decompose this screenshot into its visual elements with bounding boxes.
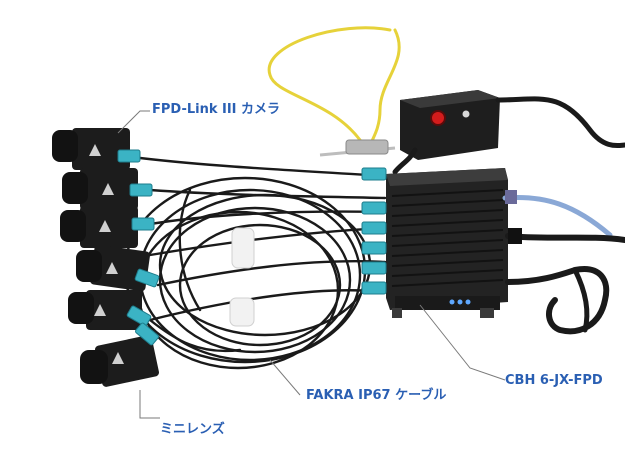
lens-label: ミニレンズ — [160, 422, 225, 437]
controller-label: CBH 6-JX-FPD — [505, 373, 603, 388]
triangle-logo-icon — [89, 144, 101, 156]
camera-4 — [76, 244, 160, 292]
power-switch-box — [400, 90, 500, 160]
controller-right-cables — [502, 195, 625, 335]
leader-lines — [117, 110, 506, 419]
probe — [319, 139, 396, 157]
camera-3 — [60, 206, 155, 248]
ethernet-connector — [505, 190, 517, 204]
cable-ties — [229, 227, 255, 327]
switch-cables — [392, 96, 625, 175]
cable-label: FAKRA IP67 ケーブル — [306, 388, 447, 403]
red-button-icon — [430, 110, 446, 126]
controller-box — [386, 168, 508, 318]
camera-6 — [80, 322, 159, 387]
camera-2 — [62, 168, 153, 210]
camera-5 — [68, 290, 152, 330]
camera-label: FPD-Link III カメラ — [152, 102, 281, 117]
blue-led-icon — [449, 299, 455, 305]
controller-fakra-connectors — [361, 167, 387, 295]
yellow-wires — [267, 26, 401, 152]
camera-1 — [52, 128, 141, 170]
fakra-cables — [123, 156, 387, 370]
